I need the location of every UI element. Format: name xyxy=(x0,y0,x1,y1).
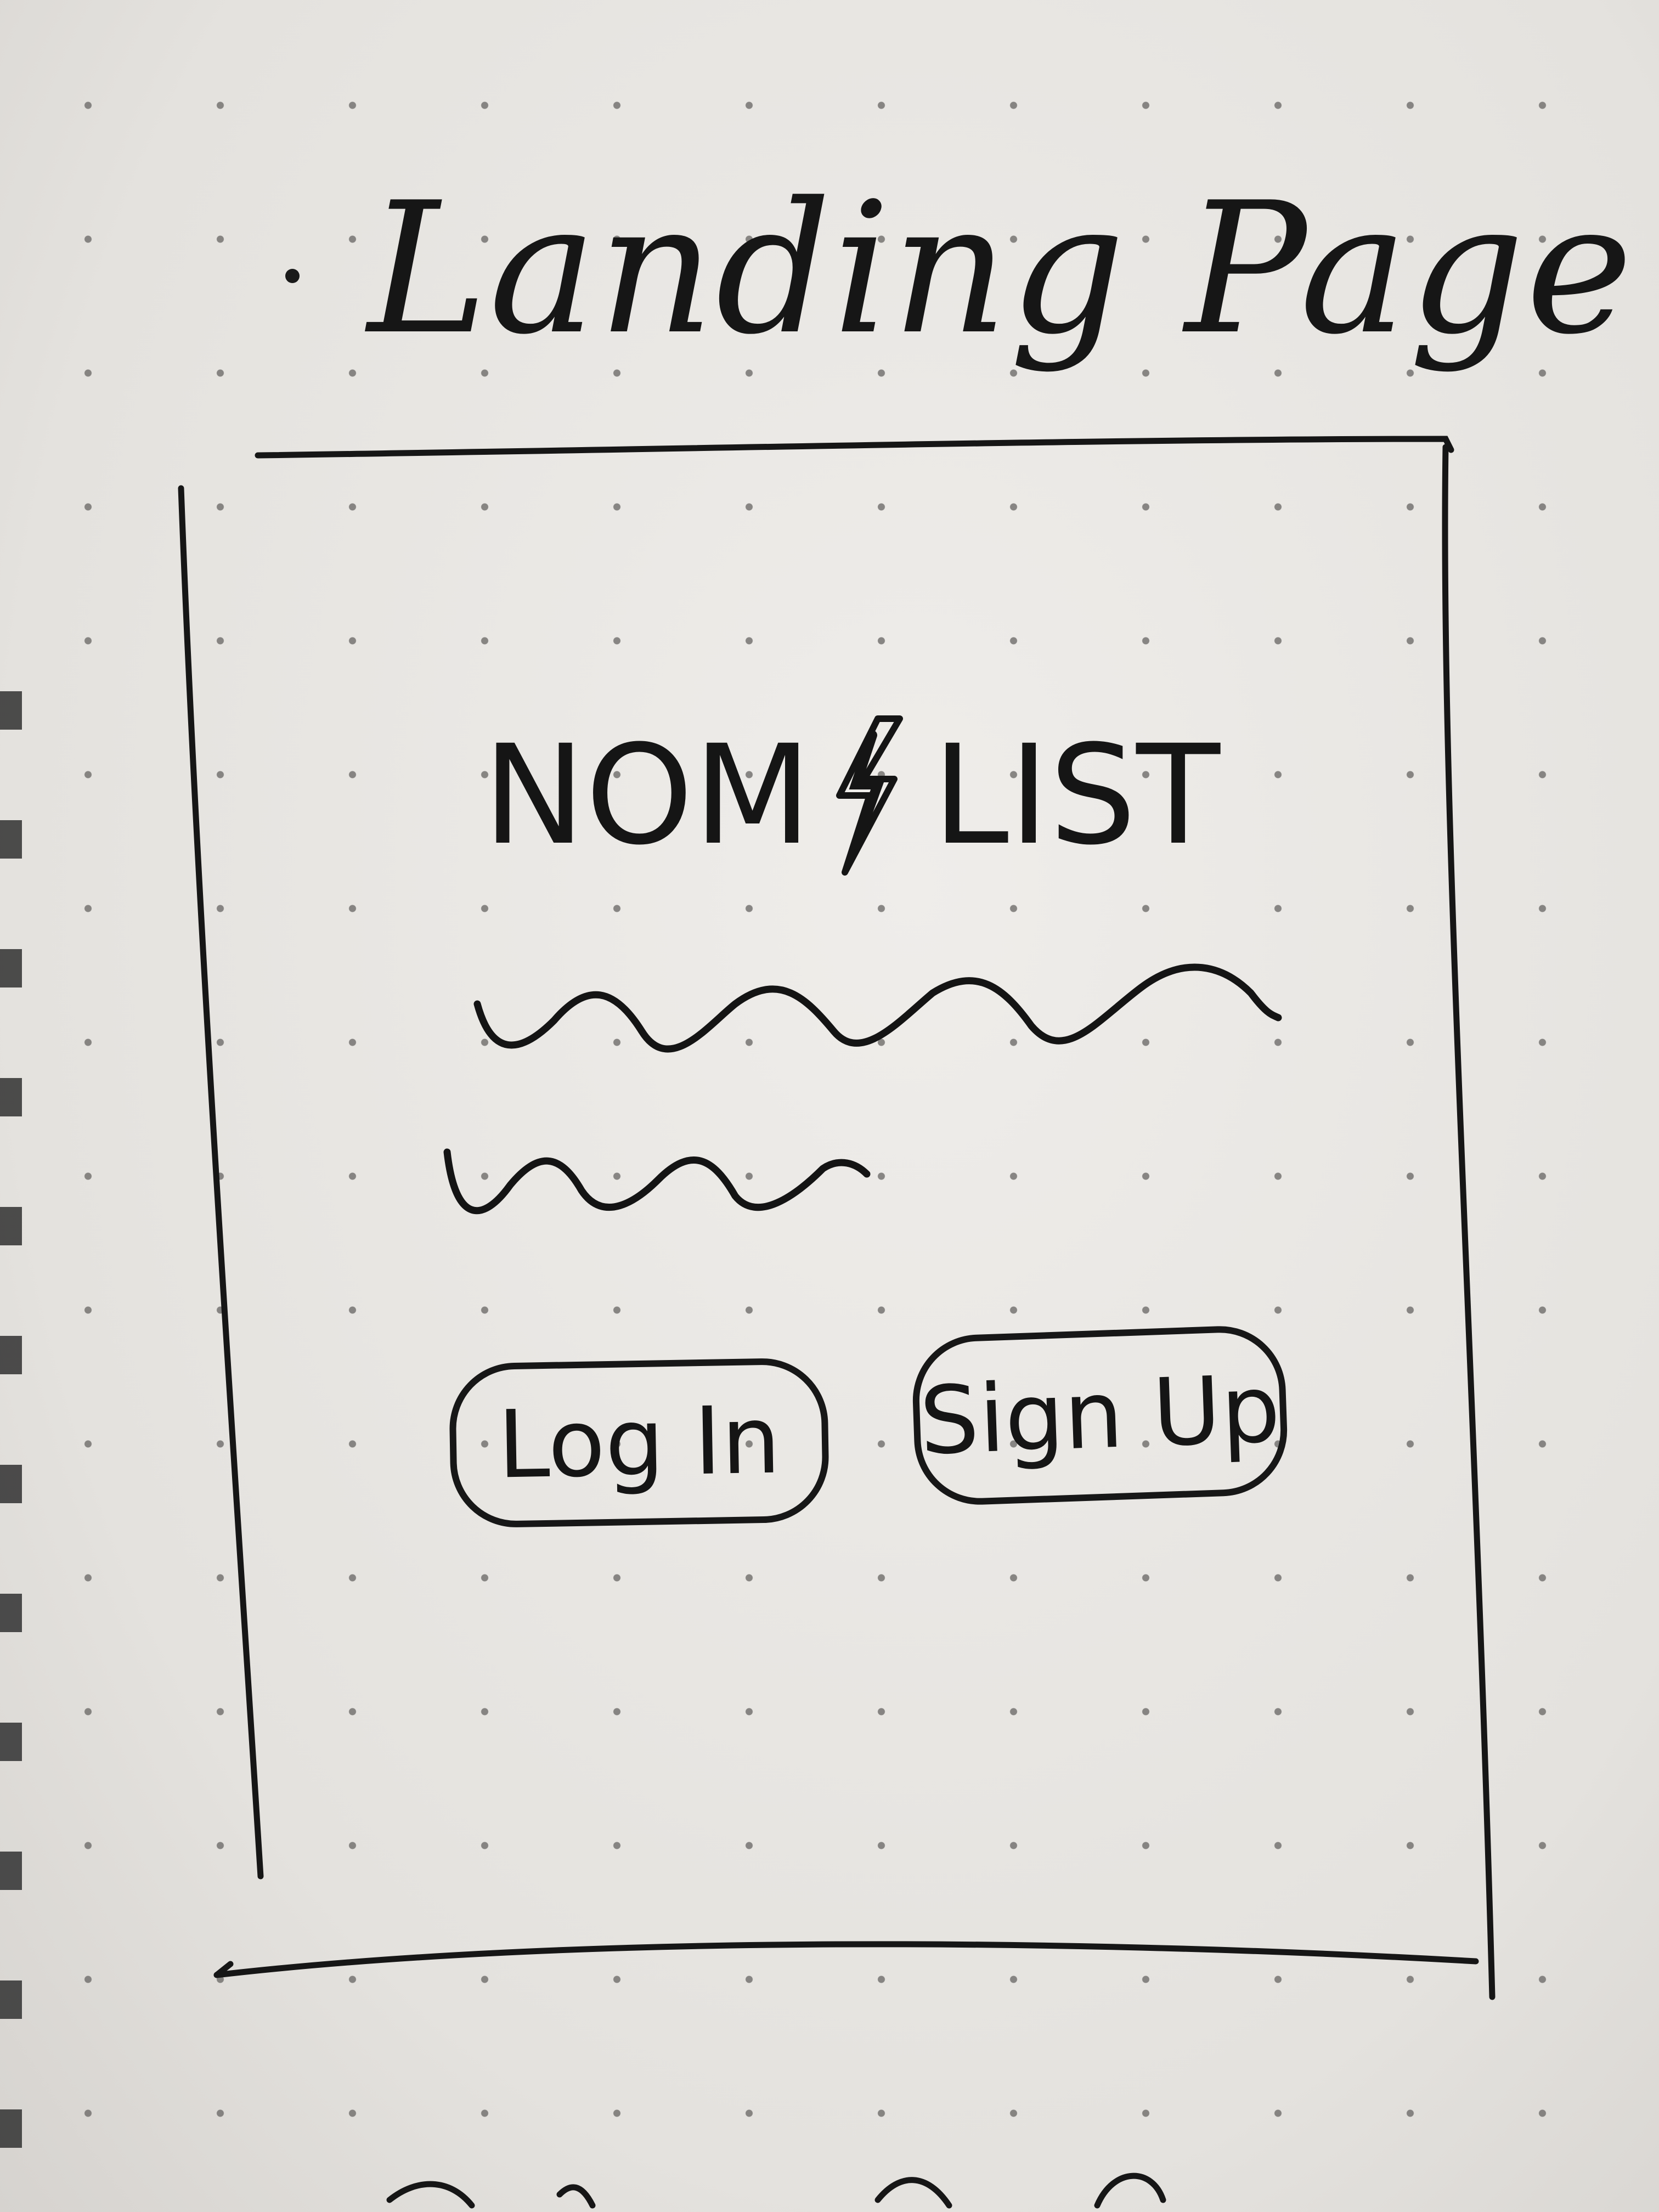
logo-text-nom: NOM xyxy=(483,715,812,875)
spiral-binding xyxy=(0,691,22,2212)
login-button[interactable]: Log In xyxy=(448,1357,830,1528)
next-page-heading-partial xyxy=(386,2172,1166,2209)
lightning-bolt-icon xyxy=(836,715,903,876)
heading-bullet xyxy=(285,269,300,283)
placeholder-line-short xyxy=(443,1148,871,1215)
placeholder-line-long xyxy=(473,963,1282,1053)
app-logo: NOM LIST xyxy=(483,713,1251,878)
signup-button[interactable]: Sign Up xyxy=(910,1324,1290,1507)
logo-text-list: LIST xyxy=(932,715,1220,875)
